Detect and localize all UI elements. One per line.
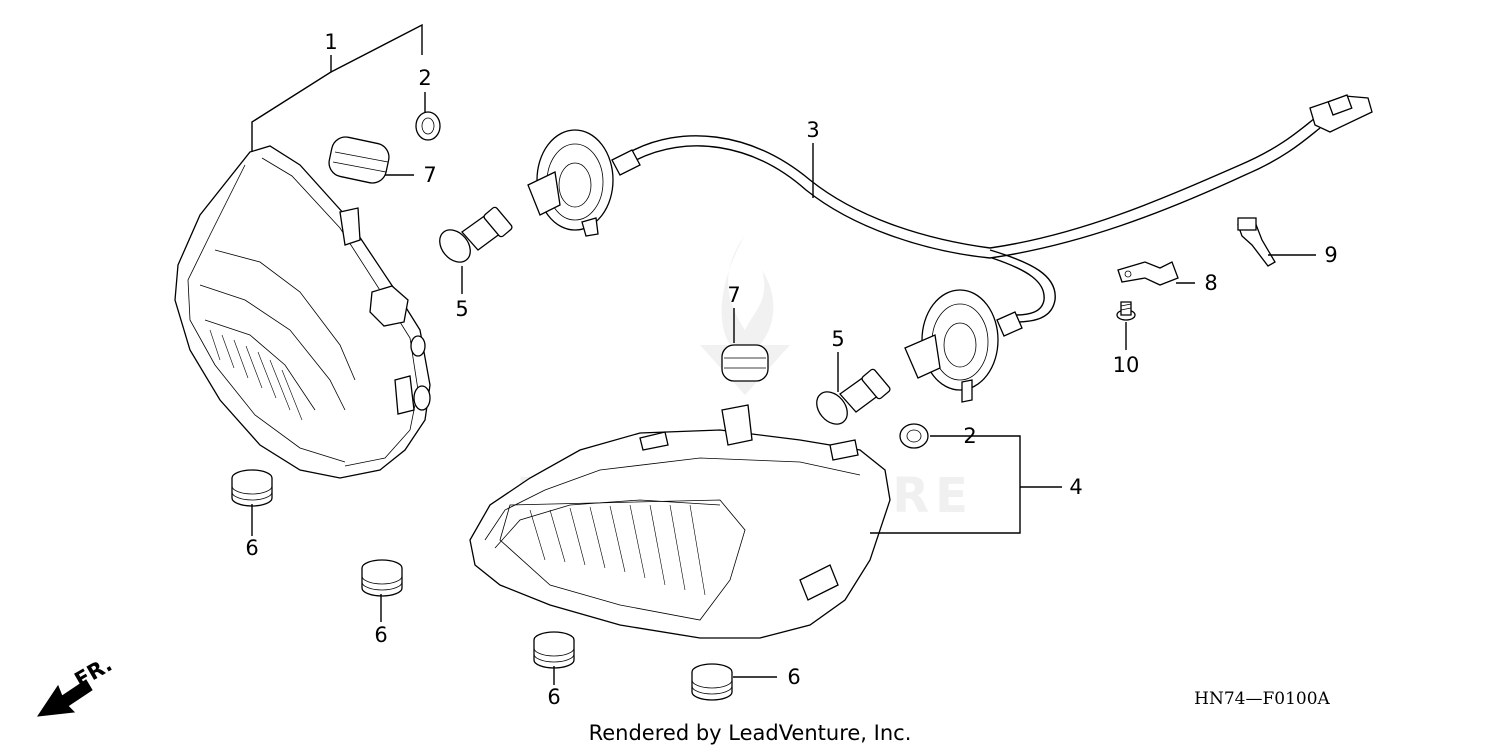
harness-clip bbox=[1117, 261, 1179, 286]
callout-2-upper: 2 bbox=[418, 66, 431, 90]
diagram-code: HN74—F0100A bbox=[1194, 689, 1330, 709]
rubber-mount-4 bbox=[691, 663, 733, 701]
wire-band bbox=[1237, 217, 1276, 267]
front-arrow-icon bbox=[36, 679, 93, 717]
callout-7-upper: 7 bbox=[423, 163, 436, 187]
bulb-lower bbox=[816, 368, 891, 425]
grommet-lower bbox=[721, 344, 769, 382]
bulb-socket-upper bbox=[527, 129, 641, 237]
callout-8: 8 bbox=[1204, 271, 1217, 295]
callout-3: 3 bbox=[806, 118, 819, 142]
callout-10: 10 bbox=[1113, 353, 1140, 377]
callout-6-d: 6 bbox=[787, 665, 800, 689]
callout-4: 4 bbox=[1069, 475, 1082, 499]
callout-6-b: 6 bbox=[374, 623, 387, 647]
grommet-upper bbox=[328, 136, 390, 184]
callout-labels: 1 2 2 3 4 5 5 6 6 6 6 7 7 8 9 10 bbox=[245, 30, 1337, 709]
front-direction-indicator: FR. bbox=[36, 652, 116, 717]
callout-5-lower: 5 bbox=[831, 327, 844, 351]
wire-harness bbox=[629, 94, 1373, 323]
credit-line: Rendered by LeadVenture, Inc. bbox=[589, 721, 912, 745]
rubber-mount-2 bbox=[361, 559, 403, 597]
callout-9: 9 bbox=[1324, 243, 1337, 267]
bulb-upper bbox=[439, 206, 513, 263]
rubber-mount-3 bbox=[533, 631, 575, 669]
callout-2-lower: 2 bbox=[963, 424, 976, 448]
callout-6-a: 6 bbox=[245, 536, 258, 560]
collar-lower bbox=[899, 423, 929, 449]
tapping-screw bbox=[1116, 301, 1136, 321]
leader-lines bbox=[251, 23, 1316, 685]
left-headlight-assembly bbox=[174, 145, 431, 479]
rubber-mount-1 bbox=[231, 469, 273, 507]
callout-6-c: 6 bbox=[547, 685, 560, 709]
right-headlight-assembly bbox=[469, 404, 891, 639]
callout-5-upper: 5 bbox=[455, 297, 468, 321]
collar-upper bbox=[415, 111, 441, 141]
callout-1: 1 bbox=[324, 30, 337, 54]
bulb-socket-lower bbox=[904, 289, 1023, 403]
callout-7-lower: 7 bbox=[727, 283, 740, 307]
